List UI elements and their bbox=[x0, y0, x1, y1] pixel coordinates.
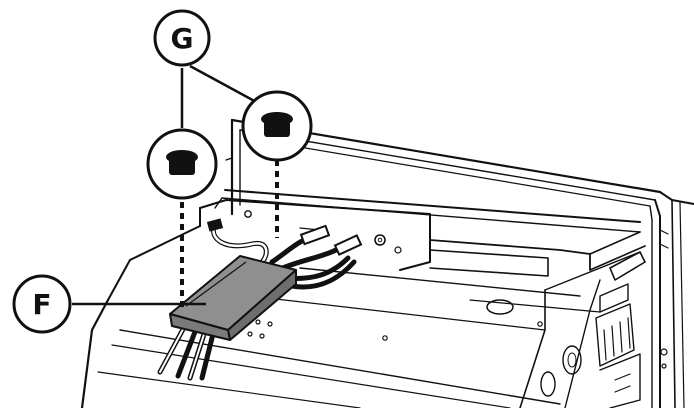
wire-connector bbox=[299, 224, 363, 256]
guide-lines bbox=[180, 160, 279, 310]
cap-plug-icon bbox=[261, 112, 293, 137]
leader-g-right bbox=[189, 64, 261, 106]
callout-f-label: F bbox=[32, 288, 51, 321]
module-f-box bbox=[169, 255, 297, 341]
callout-f: F bbox=[12, 274, 72, 334]
plug-callout-left bbox=[146, 128, 218, 200]
callout-g-label: G bbox=[171, 22, 194, 55]
leader-lines bbox=[72, 64, 261, 306]
plug-callout-right bbox=[241, 90, 313, 162]
cap-plug-icon bbox=[166, 150, 198, 175]
callout-g: G bbox=[153, 9, 211, 67]
